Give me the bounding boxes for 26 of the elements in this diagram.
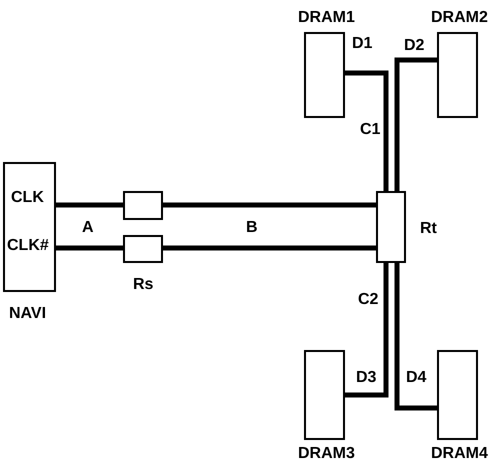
node-label: NAVI [9,304,46,324]
resistor-box [123,191,163,220]
trace-line [394,263,437,410]
node-label: CLK# [7,236,49,256]
trace-line [56,202,123,208]
node-label: DRAM2 [431,8,488,28]
trace-line [56,246,123,250]
segment-label: D4 [406,368,426,388]
trace-line [163,246,376,250]
segment-label: C1 [360,120,380,140]
segment-label: A [82,218,94,238]
segment-label: C2 [358,290,378,310]
segment-label: B [246,218,258,238]
node-label: CLK [11,188,44,208]
trace-line [345,70,388,191]
component-label: Rs [133,275,154,295]
segment-label: D1 [352,34,372,54]
component-label: Rt [420,219,437,239]
trace-line [345,263,388,398]
trace-line [163,202,376,208]
trace-line [394,58,437,191]
segment-label: D2 [404,36,424,56]
segment-label: D3 [356,368,376,388]
node-label: DRAM1 [298,8,355,28]
node-label: DRAM3 [298,444,355,464]
node-label: DRAM4 [431,444,488,464]
